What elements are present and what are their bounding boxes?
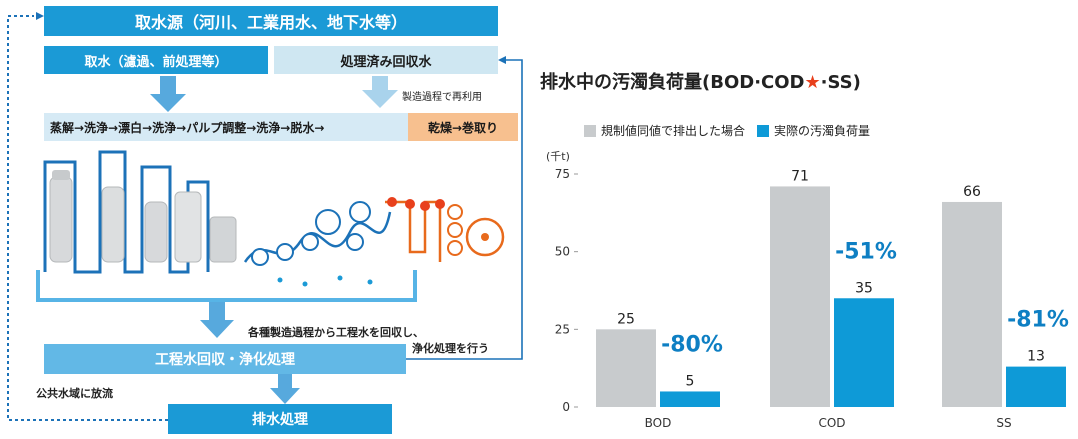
legend-label-actual: 実際の汚濁負荷量	[774, 124, 871, 138]
bar-regulation	[770, 186, 830, 407]
legend-swatch-actual	[757, 124, 770, 137]
bar-chart-plot: 0 25 50 75 25 5 -80% BOD 71 35 -51% COD 66 13 -81% SS	[555, 167, 1069, 430]
bar-actual	[834, 298, 894, 407]
bar-actual	[1006, 366, 1066, 407]
chart-legend: 規制値同値で排出した場合 実際の汚濁負荷量	[584, 122, 870, 139]
flow-connectors	[7, 12, 523, 421]
chart-title: 排水中の汚濁負荷量(BOD·COD★·SS)	[540, 68, 861, 94]
y-tick-label: 50	[555, 245, 570, 259]
bar-value-label: 71	[791, 168, 809, 184]
drying-step-box: 乾燥→巻取り	[408, 113, 518, 141]
bar-value-label: 66	[963, 184, 981, 200]
bar-value-label: 13	[1027, 349, 1045, 365]
x-category-label: COD	[818, 416, 845, 430]
bar-value-label: 25	[617, 311, 635, 327]
legend-label-regulation: 規制値同値で排出した場合	[601, 124, 746, 138]
pollution-load-chart: 排水中の汚濁負荷量(BOD·COD★·SS) 規制値同値で排出した場合 実際の汚…	[540, 68, 1078, 439]
collection-bracket	[36, 270, 417, 302]
bar-regulation	[596, 329, 656, 407]
x-category-label: BOD	[645, 416, 672, 430]
recycled-down-arrow-icon	[362, 76, 398, 108]
recovery-down-arrow-icon	[270, 374, 300, 404]
bar-value-label: 5	[686, 373, 695, 389]
reduction-label: -51%	[835, 239, 897, 264]
chart-title-suffix: ·SS)	[820, 72, 861, 93]
chart-unit-label: (千t)	[546, 150, 570, 163]
reuse-note: 製造過程で再利用	[402, 92, 482, 103]
chart-title-prefix: 排水中の汚濁負荷量(BOD·COD	[540, 72, 805, 93]
y-tick-label: 75	[555, 167, 570, 181]
bar-value-label: 35	[855, 280, 873, 296]
recovery-purification-box: 工程水回収・浄化処理	[44, 344, 406, 374]
collection-down-arrow-icon	[200, 302, 234, 338]
reduction-label: -81%	[1007, 308, 1069, 333]
legend-swatch-regulation	[584, 124, 596, 137]
y-tick-label: 25	[555, 322, 570, 336]
pulp-equipment-illustration	[43, 150, 505, 287]
process-steps-bar: 蒸解→洗浄→漂白→洗浄→パルプ調整→洗浄→脱水→	[44, 113, 412, 141]
reduction-label: -80%	[661, 332, 723, 357]
recover-note-line-2: 浄化処理を行う	[412, 342, 489, 355]
x-category-label: SS	[996, 416, 1011, 430]
chart-title-star: ★	[804, 72, 821, 93]
intake-down-arrow-icon	[150, 76, 186, 112]
intake-box: 取水（濾過、前処理等）	[44, 46, 268, 74]
wastewater-treatment-box: 排水処理	[168, 404, 392, 434]
recover-note-line-1: 各種製造過程から工程水を回収し、	[248, 326, 424, 339]
bar-regulation	[942, 201, 1002, 407]
y-tick-label: 0	[562, 400, 570, 414]
bar-actual	[660, 391, 720, 407]
recycled-water-box: 処理済み回収水	[274, 46, 498, 74]
discharge-note: 公共水域に放流	[36, 387, 113, 400]
water-source-box: 取水源（河川、工業用水、地下水等）	[44, 6, 498, 36]
